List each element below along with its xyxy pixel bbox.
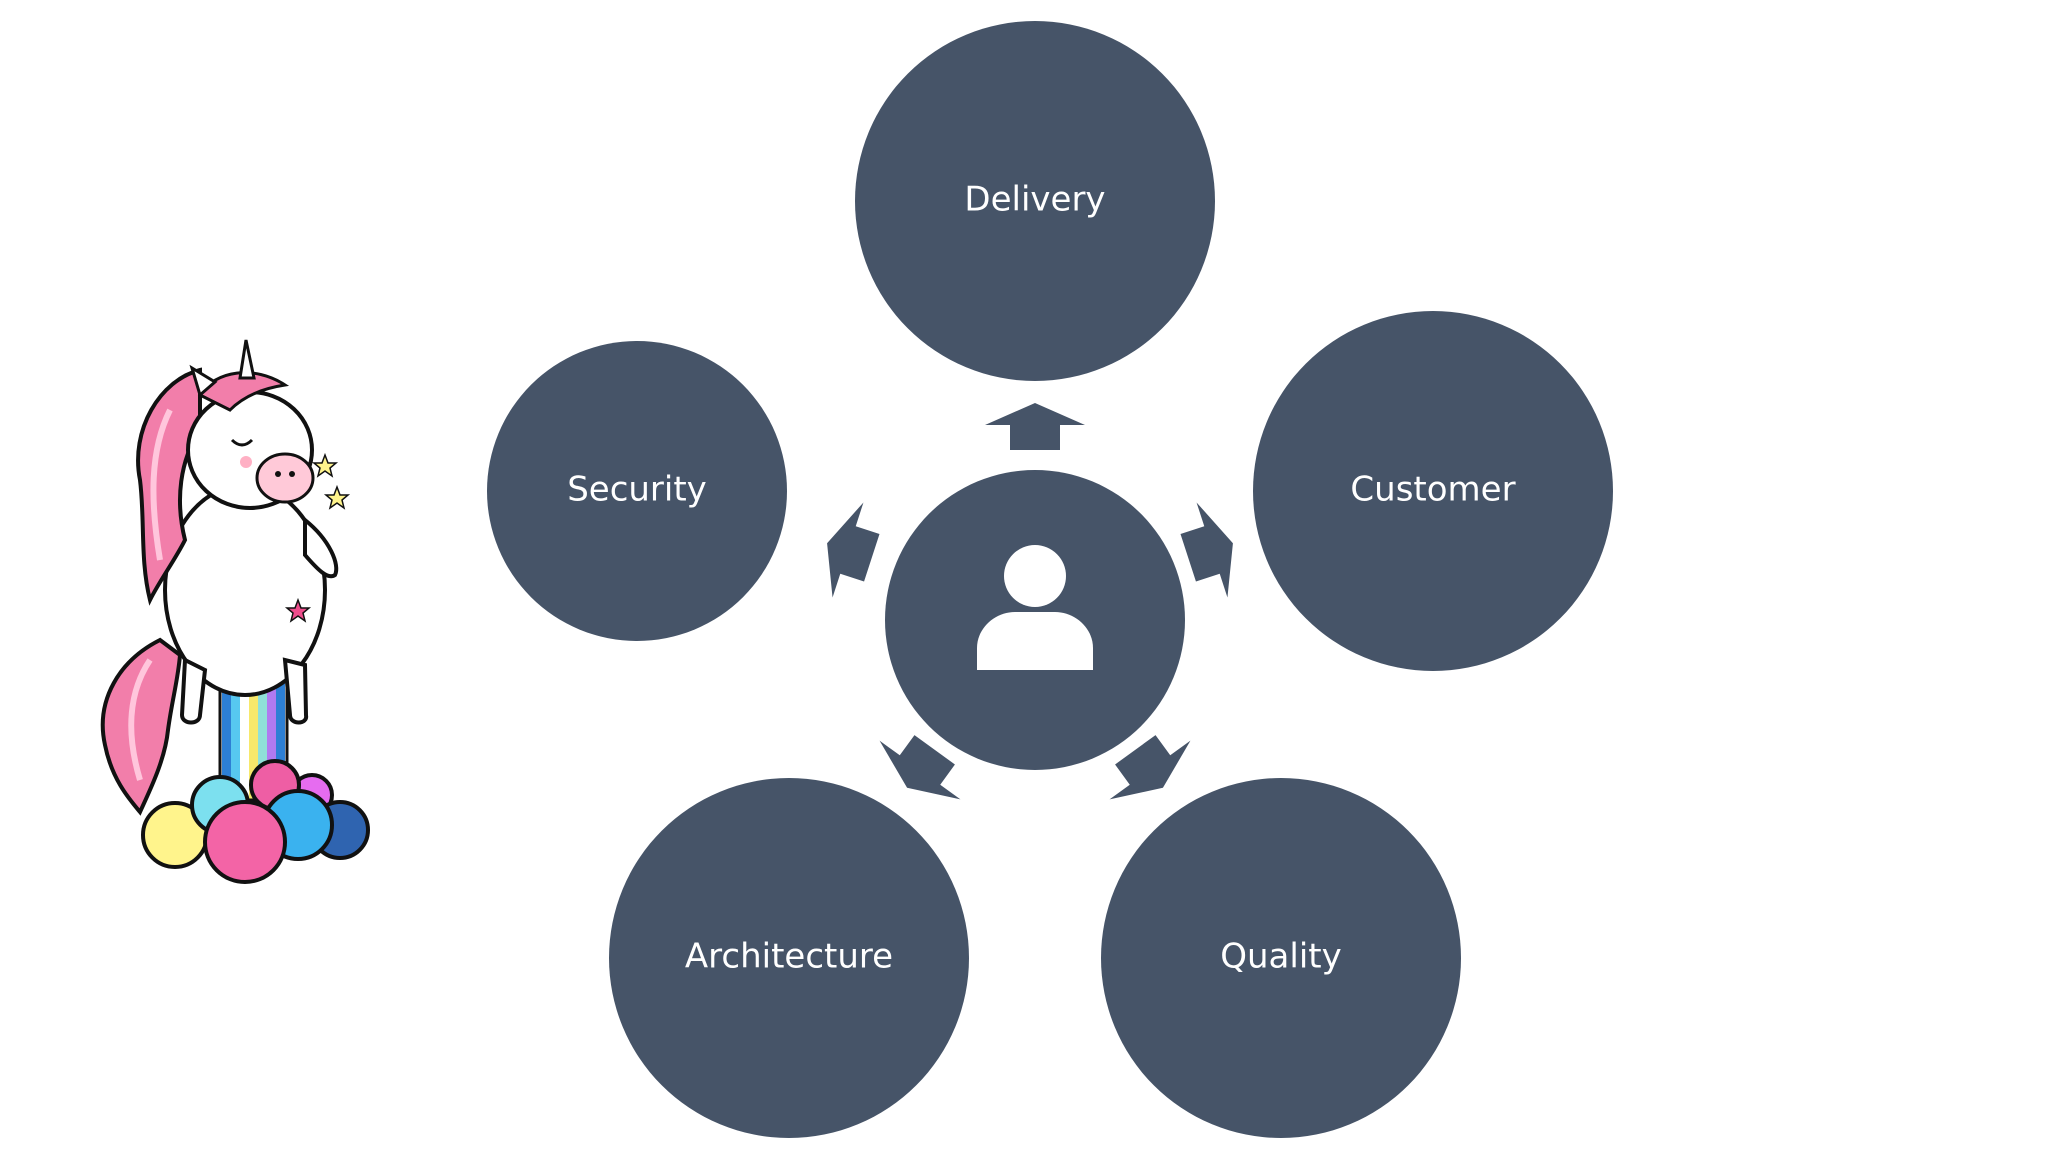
node-security: Security xyxy=(487,341,787,641)
node-delivery: Delivery xyxy=(855,21,1215,381)
arrow-down-right-icon xyxy=(1109,735,1191,800)
arrow-left-icon xyxy=(827,502,880,598)
node-customer: Customer xyxy=(1253,311,1613,671)
unicorn-mane xyxy=(136,367,202,606)
unicorn-rainbow-icon xyxy=(100,339,370,884)
sparkle-star-icon xyxy=(311,452,339,478)
center-node xyxy=(885,470,1185,770)
node-label-customer: Customer xyxy=(1350,470,1515,510)
rainbow-cloud xyxy=(141,759,370,884)
node-label-security: Security xyxy=(567,470,707,510)
arrow-down-left-icon xyxy=(879,735,961,800)
node-label-architecture: Architecture xyxy=(685,937,893,977)
node-label-quality: Quality xyxy=(1220,937,1342,977)
unicorn-horn xyxy=(238,339,256,380)
node-label-delivery: Delivery xyxy=(964,180,1105,220)
person-icon xyxy=(977,545,1093,670)
node-architecture: Architecture xyxy=(609,778,969,1138)
node-quality: Quality xyxy=(1101,778,1461,1138)
arrow-right-icon xyxy=(1180,502,1233,598)
unicorn-tail xyxy=(100,637,183,816)
direction-arrows xyxy=(827,403,1233,800)
sparkle-star-icon xyxy=(323,484,351,510)
arrow-up-icon xyxy=(985,403,1085,450)
